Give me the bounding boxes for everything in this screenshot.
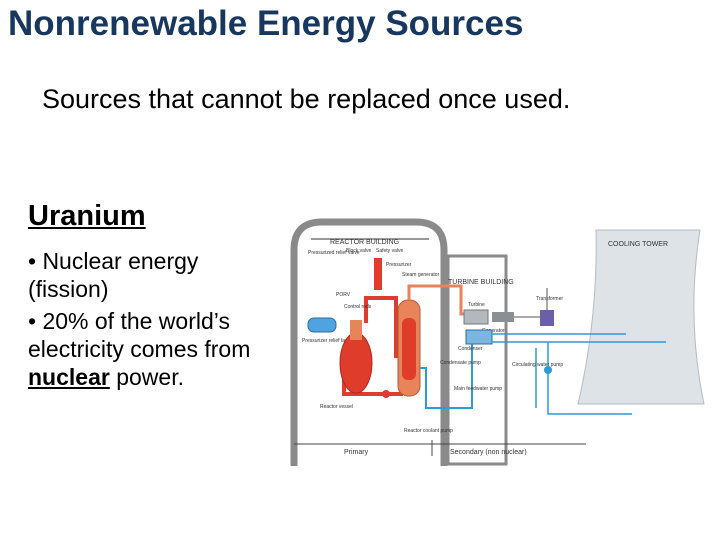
uranium-heading: Uranium xyxy=(28,200,146,232)
label-generator: Generator xyxy=(482,328,505,334)
label-pressurizer-relief-tank: Pressurizer relief tank xyxy=(302,338,351,344)
label-main-feedwater-pump: Main feedwater pump xyxy=(454,386,502,392)
label-block-valve: Block valve xyxy=(346,248,372,254)
pressurizer xyxy=(374,258,382,290)
label-pressurized-relief: Pressurized relief valve xyxy=(308,250,360,256)
cooling-water-loop xyxy=(492,333,666,415)
label-control-rods: Control rods xyxy=(344,304,372,310)
bullet-text-pre: • 20% of the world’s electricity comes f… xyxy=(28,308,251,362)
label-safety-valve: Safety valve xyxy=(376,248,403,254)
label-condenser: Condenser xyxy=(458,346,483,352)
bullet-world-electricity: • 20% of the world’s electricity comes f… xyxy=(28,307,278,391)
reactor-coolant-pump xyxy=(382,390,390,398)
transformer xyxy=(540,310,554,326)
label-transformer: Transformer xyxy=(536,296,563,302)
label-reactor-coolant-pump: Reactor coolant pump xyxy=(404,428,453,434)
feedwater-line xyxy=(420,336,473,409)
label-cooling-tower: COOLING TOWER xyxy=(608,241,668,248)
label-steam-generator: Steam generator xyxy=(402,272,440,278)
label-reactor-building: REACTOR BUILDING xyxy=(330,239,399,246)
label-turbine: Turbine xyxy=(468,302,485,308)
reactor-vessel xyxy=(339,332,373,394)
slide-subtitle: Sources that cannot be replaced once use… xyxy=(42,84,571,114)
turbine xyxy=(463,309,489,325)
cooling-tower xyxy=(577,229,705,405)
label-secondary: Secondary (non nuclear) xyxy=(450,449,527,456)
label-primary: Primary xyxy=(344,449,369,456)
nuclear-plant-diagram: REACTOR BUILDING TURBINE BUILDING COOLIN… xyxy=(290,218,705,466)
circulating-water-pump xyxy=(544,366,552,374)
pressurizer-relief-tank xyxy=(307,317,337,333)
condenser xyxy=(465,329,493,345)
label-reactor-vessel: Reactor vessel xyxy=(320,404,353,410)
uranium-section: Uranium • Nuclear energy (fission) • 20%… xyxy=(28,200,278,395)
containment-building xyxy=(290,218,448,466)
bullet-nuclear-energy: • Nuclear energy (fission) xyxy=(28,248,199,302)
slide-title: Nonrenewable Energy Sources xyxy=(8,4,524,43)
turbine-building xyxy=(446,254,508,466)
label-pressurizer: Pressurizer xyxy=(386,262,412,268)
label-condensate-pump: Condensate pump xyxy=(440,360,481,366)
bullet-text-post: power. xyxy=(109,364,184,390)
label-circulating-water-pump: Circulating water pump xyxy=(512,362,563,368)
label-porv: PORV xyxy=(336,292,351,298)
bullet-text-bold: nuclear xyxy=(28,364,110,390)
generator xyxy=(492,312,514,322)
label-turbine-building: TURBINE BUILDING xyxy=(448,279,514,286)
